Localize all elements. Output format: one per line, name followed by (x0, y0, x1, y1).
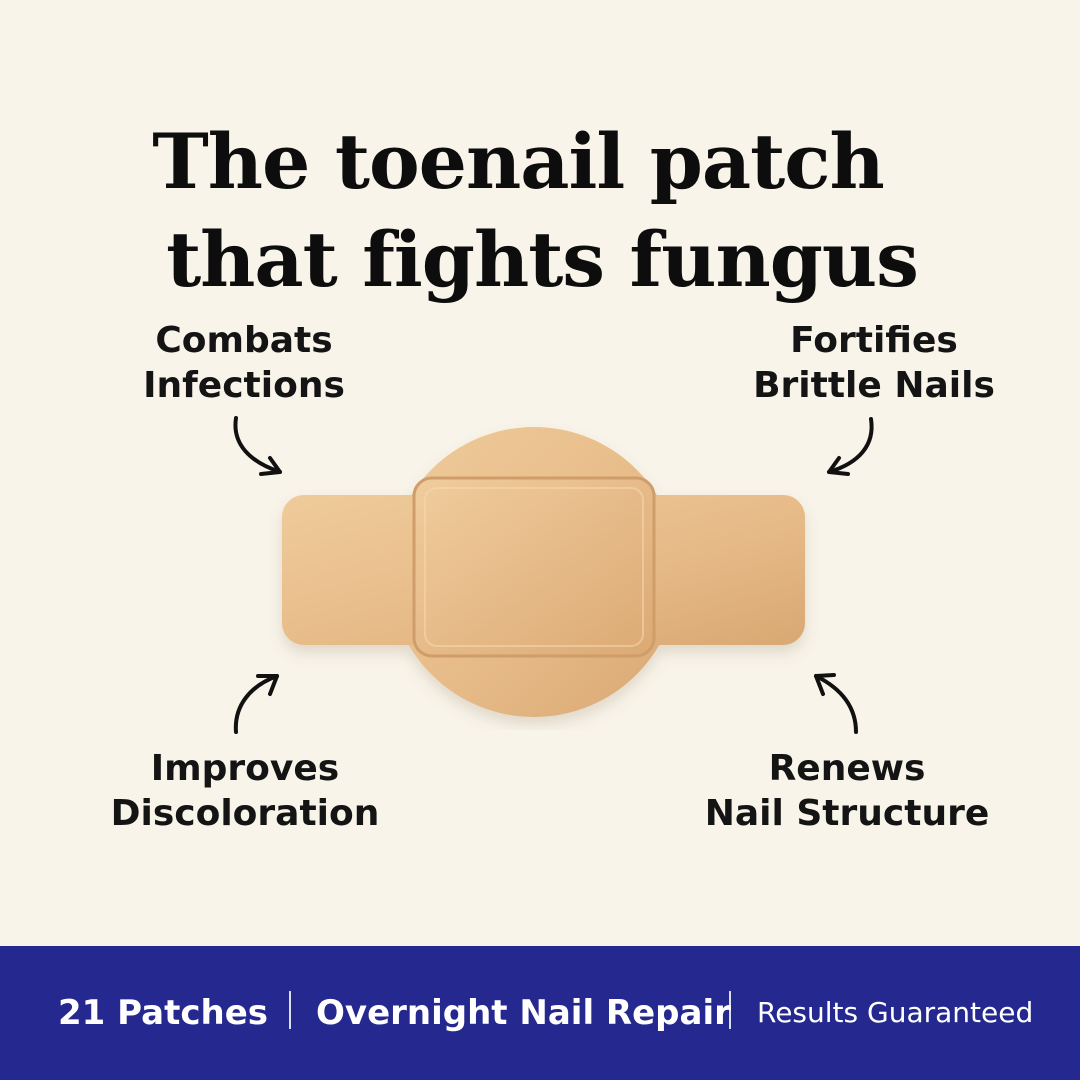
benefit-line: Fortifies (790, 320, 958, 361)
benefit-fortifies-brittle-nails: Fortifies Brittle Nails (694, 318, 1054, 408)
curved-arrow-icon (827, 417, 874, 476)
benefit-line: Infections (143, 365, 345, 406)
curved-arrow-icon (814, 673, 858, 734)
benefit-line: Discoloration (110, 793, 380, 834)
curved-arrow-icon (233, 416, 282, 476)
headline: The toenail patch that fights fungus (0, 113, 1080, 309)
benefit-improves-discoloration: Improves Discoloration (65, 746, 425, 836)
benefit-renews-nail-structure: Renews Nail Structure (667, 746, 1027, 836)
benefit-line: Improves (150, 748, 340, 789)
bar-divider (289, 991, 291, 1029)
benefit-line: Combats (155, 320, 333, 361)
toenail-patch-illustration (282, 427, 805, 717)
curved-arrow-icon (233, 674, 279, 734)
benefit-line: Renews (768, 748, 926, 789)
bottom-bar: 21 Patches Overnight Nail Repair Results… (0, 946, 1080, 1080)
headline-line-1: The toenail patch (152, 116, 885, 206)
headline-line-2: that fights fungus (166, 214, 919, 304)
benefit-combats-infections: Combats Infections (64, 318, 424, 408)
bar-divider (729, 991, 731, 1029)
results-guaranteed-label: Results Guaranteed (757, 996, 1034, 1029)
benefit-line: Nail Structure (704, 793, 990, 834)
overnight-repair-label: Overnight Nail Repair (316, 993, 731, 1033)
patch-count-label: 21 Patches (58, 993, 269, 1033)
benefit-line: Brittle Nails (753, 365, 995, 406)
